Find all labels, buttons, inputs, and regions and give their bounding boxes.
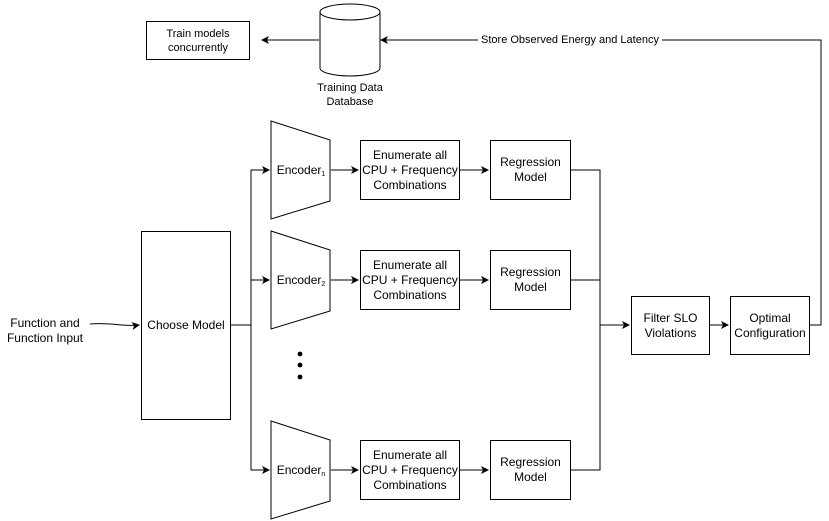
regression-box-n: Regression Model (490, 440, 571, 500)
database-label: Training Data Database (317, 82, 383, 108)
encoder-2-shape (270, 230, 331, 330)
filter-slo-box: Filter SLO Violations (631, 296, 710, 355)
filter-slo-label: Filter SLO Violations (643, 310, 698, 340)
enumerate-box-1: Enumerate all CPU + Frequency Combinatio… (360, 140, 460, 200)
encoder-1-subscript: 1 (321, 171, 326, 178)
encoder-1-shape (270, 120, 331, 220)
regression-box-1: Regression Model (490, 140, 571, 200)
regression-label: Regression Model (500, 455, 561, 484)
regression-label: Regression Model (500, 155, 561, 184)
arrow-choose-to-encoder-1 (231, 166, 270, 326)
regression-label: Regression Model (500, 265, 561, 294)
optimal-config-label: Optimal Configuration (734, 310, 806, 340)
ellipsis-dot (297, 374, 303, 380)
feedback-label: Store Observed Energy and Latency (478, 34, 662, 47)
encoder-1-label: Encoder1 (272, 163, 330, 182)
encoder-2-label: Encoder2 (272, 273, 330, 292)
arrow-input-to-choose (89, 322, 140, 330)
function-input-label: Function and Function Input (6, 316, 84, 345)
optimal-config-box: Optimal Configuration (730, 296, 810, 355)
arrow-choose-to-encoder-n (250, 325, 270, 474)
enumerate-label: Enumerate all CPU + Frequency Combinatio… (362, 147, 458, 192)
regression-box-2: Regression Model (490, 250, 571, 310)
encoder-2-text: Encoder (276, 273, 322, 287)
enumerate-box-n: Enumerate all CPU + Frequency Combinatio… (360, 440, 460, 500)
ellipsis-dot (297, 351, 303, 357)
encoder-n-subscript: n (321, 471, 326, 478)
encoder-2-subscript: 2 (321, 281, 326, 288)
choose-model-box: Choose Model (141, 231, 231, 420)
ellipsis-dot (297, 362, 303, 368)
encoder-n-text: Encoder (276, 463, 322, 477)
encoder-n-label: Encodern (272, 463, 330, 482)
choose-model-label: Choose Model (147, 318, 225, 332)
line-regression-merge (571, 169, 601, 471)
database-cylinder (319, 3, 381, 77)
train-models-label: Train models concurrently (166, 27, 230, 54)
enumerate-label: Enumerate all CPU + Frequency Combinatio… (362, 257, 458, 302)
encoder-n-shape (270, 420, 331, 520)
encoder-1-text: Encoder (276, 163, 322, 177)
train-models-box: Train models concurrently (146, 21, 250, 60)
enumerate-label: Enumerate all CPU + Frequency Combinatio… (362, 447, 458, 492)
enumerate-box-2: Enumerate all CPU + Frequency Combinatio… (360, 250, 460, 310)
